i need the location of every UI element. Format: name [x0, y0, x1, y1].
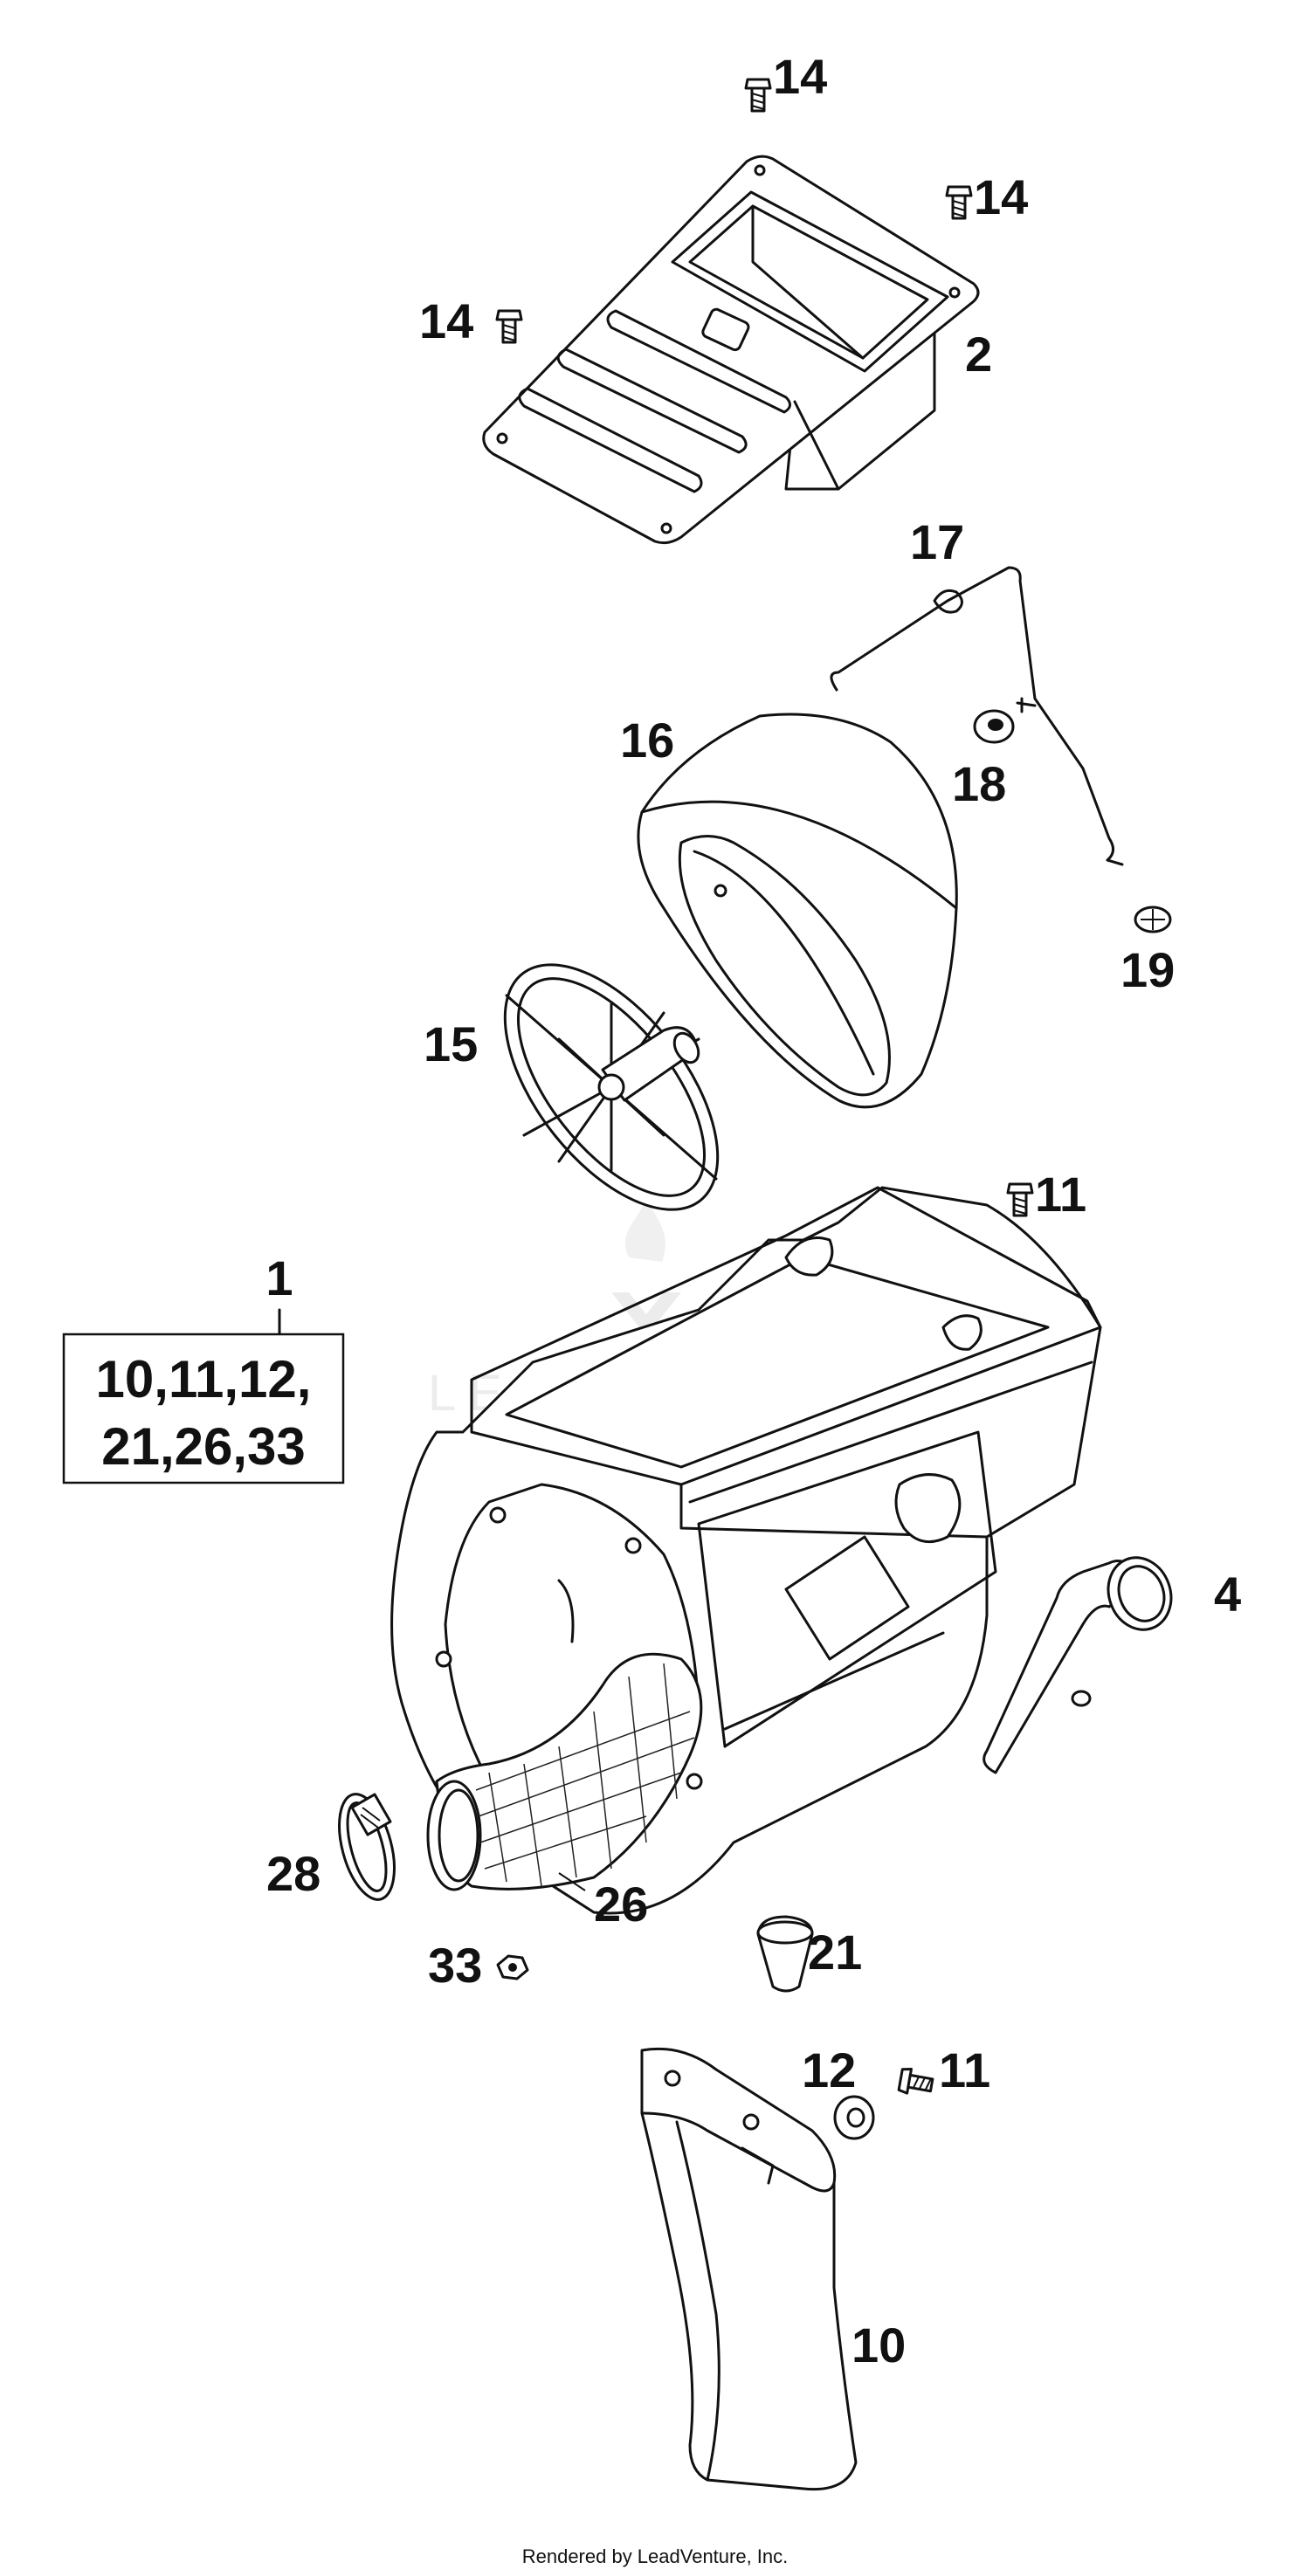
- callout-2: 2: [965, 327, 992, 382]
- mud-flap-part-10: [640, 2047, 858, 2491]
- callout-16: 16: [620, 713, 674, 768]
- screw-11-lower-icon: [897, 2068, 934, 2095]
- nut-part-19-icon: [1134, 906, 1172, 933]
- screw-14-right-icon: [945, 185, 973, 220]
- callout-14-right: 14: [974, 169, 1028, 224]
- air-filter-part-16: [637, 713, 958, 1109]
- intake-boot-part-26: [426, 1652, 703, 1891]
- callout-labels: 14 14 14 2 17 16 18 19 15 11 4 28 26 33 …: [266, 49, 1241, 2373]
- callout-26: 26: [594, 1877, 648, 1932]
- nut-part-33-icon: [496, 1954, 529, 1980]
- footer-credit: Rendered by LeadVenture, Inc.: [522, 2545, 789, 2567]
- callout-11-upper: 11: [1035, 1167, 1086, 1222]
- callout-33: 33: [428, 1938, 482, 1993]
- callout-18: 18: [952, 756, 1006, 811]
- screw-14-top-icon: [744, 78, 772, 113]
- airbox-cover-part-2: [482, 155, 980, 545]
- kit-contents-line-1: 10,11,12,: [96, 1350, 312, 1409]
- callout-17: 17: [910, 514, 964, 569]
- screw-11-upper-icon: [1006, 1182, 1034, 1217]
- screw-14-left-icon: [495, 309, 523, 344]
- callout-21: 21: [808, 1925, 862, 1980]
- washer-part-12-icon: [833, 2095, 875, 2140]
- washer-part-18-icon: [973, 709, 1015, 744]
- callout-4: 4: [1214, 1567, 1241, 1622]
- callout-15: 15: [424, 1016, 478, 1071]
- breather-tube-part-4: [982, 1556, 1173, 1774]
- kit-contents-box: 1 10,11,12, 21,26,33: [62, 1250, 345, 1484]
- callout-28: 28: [266, 1846, 321, 1901]
- plug-part-21-icon: [756, 1915, 814, 1993]
- hose-clamp-part-28-icon: [338, 1793, 396, 1901]
- callout-19: 19: [1120, 942, 1175, 997]
- kit-number-label: 1: [265, 1250, 293, 1305]
- callout-10: 10: [852, 2318, 906, 2373]
- callout-14-top: 14: [773, 49, 827, 104]
- callout-11-lower: 11: [939, 2042, 990, 2097]
- watermark-logo-icon: [611, 1292, 681, 1336]
- filter-cage-part-15: [503, 963, 720, 1211]
- callout-14-left: 14: [419, 293, 473, 348]
- wire-clip-part-17: [830, 566, 1124, 866]
- kit-contents-line-2: 21,26,33: [101, 1417, 306, 1476]
- callout-12: 12: [802, 2042, 856, 2097]
